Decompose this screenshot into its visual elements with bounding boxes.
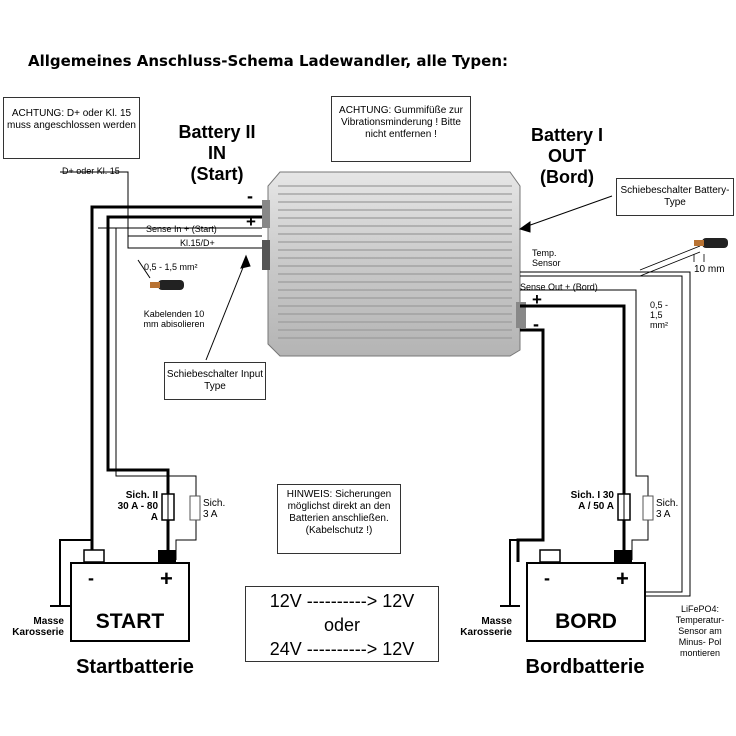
out-plus-terminal: + (532, 290, 542, 309)
page-title: Allgemeines Anschluss-Schema Ladewandler… (28, 52, 508, 70)
note-achtung-d-plus: ACHTUNG: D+ oder Kl. 15 muss angeschloss… (3, 97, 140, 159)
bord-battery-minus: - (544, 568, 550, 588)
start-battery-plus: + (160, 566, 173, 591)
voltage-line2: oder (323, 615, 361, 635)
fuse-label-start-small: Sich. 3 A (203, 498, 226, 520)
fuse-label-bord-main: Sich. I 30 A / 50 A (570, 490, 614, 512)
battery-out-heading: Battery I OUT (Bord) (512, 125, 622, 188)
fuse-label-bord-small: Sich. 3 A (656, 498, 679, 520)
battery-in-line3: (Start) (190, 164, 244, 184)
out-minus-terminal: - (533, 314, 539, 334)
voltage-line1: 12V ----------> 12V (269, 591, 415, 611)
cable-end-left (150, 280, 184, 290)
label-cross-section-right: 0,5 - 1,5 mm² (650, 300, 669, 330)
bord-battery-name: BORD (555, 610, 617, 633)
label-sense-in: Sense In + (Start) (146, 224, 217, 234)
battery-in-heading: Battery II IN (Start) (162, 122, 272, 185)
voltage-line3: 24V ----------> 12V (269, 639, 415, 659)
start-battery-minus: - (88, 568, 94, 588)
label-sense-out: Sense Out + (Bord) (520, 282, 598, 292)
label-temp-sensor: Temp. Sensor (532, 248, 561, 268)
ground-label-bord: Masse Karosserie (460, 616, 512, 638)
label-cable-ends: Kabelenden 10 mm abisolieren (143, 309, 205, 329)
battery-out-line3: (Bord) (540, 167, 594, 187)
bord-battery-plus: + (616, 566, 629, 591)
fuse-bord-small (642, 495, 654, 521)
battery-out-line2: OUT (548, 146, 586, 166)
battery-out-line1: Battery I (530, 125, 604, 145)
note-switch-battery-type: Schiebeschalter Battery-Type (616, 178, 734, 216)
cable-end-right (694, 238, 728, 248)
label-10mm: 10 mm (694, 264, 725, 275)
bord-battery-caption: Bordbatterie (525, 656, 645, 678)
note-hinweis-fuses: HINWEIS: Sicherungen möglichst direkt an… (277, 484, 401, 554)
label-cross-section-left: 0,5 - 1,5 mm² (144, 262, 198, 272)
start-battery: - + START (70, 562, 190, 642)
fuse-bord-main (617, 493, 631, 521)
note-achtung-rubber-feet: ACHTUNG: Gummifüße zur Vibrationsminderu… (331, 96, 471, 162)
start-battery-caption: Startbatterie (76, 656, 194, 678)
fuse-start-main (161, 493, 175, 521)
fuse-start-small (189, 495, 201, 521)
label-kl15-d: Kl.15/D+ (180, 238, 215, 248)
in-minus-terminal: - (247, 186, 253, 206)
in-plus-terminal: + (246, 212, 256, 231)
note-lifepo4: LiFePO4: Temperatur-Sensor am Minus- Pol… (675, 604, 725, 658)
battery-in-line1: Battery II (178, 122, 256, 142)
note-switch-input-type: Schiebeschalter Input Type (164, 362, 266, 400)
fuse-label-start-main: Sich. II 30 A - 80 A (117, 490, 158, 523)
battery-in-line2: IN (208, 143, 226, 163)
ground-label-start: Masse Karosserie (12, 616, 64, 638)
charger-converter (262, 171, 526, 357)
start-battery-name: START (95, 610, 165, 633)
voltage-box: 12V ----------> 12V oder 24V ---------->… (245, 586, 439, 662)
label-d-plus-kl15: D+ oder Kl. 15 (62, 166, 120, 176)
bord-battery: - + BORD (526, 562, 646, 642)
